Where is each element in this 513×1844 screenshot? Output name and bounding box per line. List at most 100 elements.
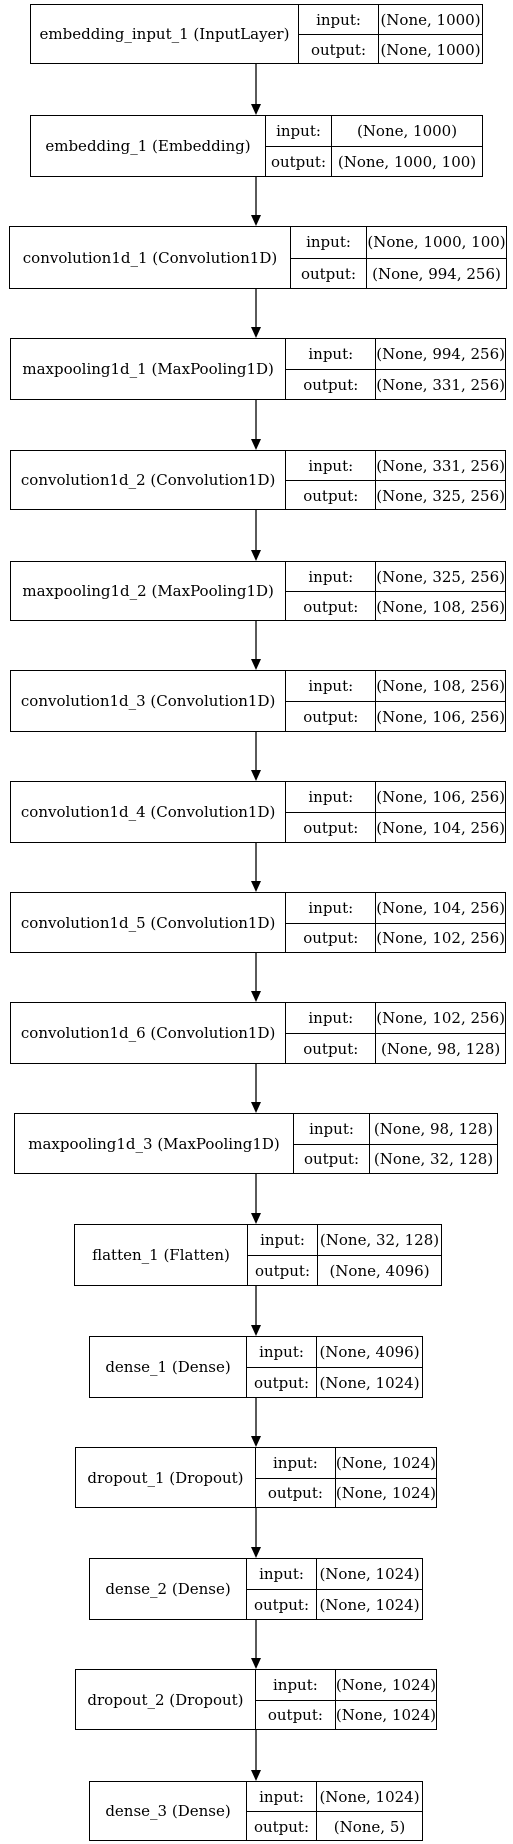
layer-name: flatten_1 (Flatten) bbox=[75, 1225, 248, 1285]
input-shape: (None, 1024) bbox=[335, 1453, 436, 1472]
input-label: input: bbox=[291, 227, 367, 258]
input-row: input:(None, 108, 256) bbox=[286, 671, 505, 701]
layer-shape-table: input:(None, 994, 256) output:(None, 331,… bbox=[286, 339, 505, 400]
output-label: output: bbox=[248, 1256, 318, 1286]
layer-node: convolution1d_5 (Convolution1D)input:(No… bbox=[10, 892, 506, 953]
arrowhead-icon bbox=[251, 881, 261, 892]
layer-shape-table: input:(None, 102, 256)output:(None, 98, … bbox=[286, 1003, 505, 1064]
input-label: input: bbox=[286, 1003, 377, 1033]
arrowhead-icon bbox=[251, 550, 261, 561]
layer-shape-table: input:(None, 4096)output:(None, 1024) bbox=[247, 1337, 422, 1398]
output-label: output: bbox=[291, 258, 367, 289]
layer-shape-table: input:(None, 1000)output:(None, 1000, 10… bbox=[266, 116, 482, 177]
output-row: output: (None, 4096) bbox=[248, 1255, 441, 1286]
input-label: input: bbox=[286, 339, 377, 369]
arrowhead-icon bbox=[251, 1102, 261, 1113]
layer-name: dense_1 (Dense) bbox=[90, 1337, 247, 1397]
input-row: input:(None, 104, 256) bbox=[286, 893, 505, 923]
layer-node: embedding_1 (Embedding)input:(None, 1000… bbox=[30, 115, 483, 177]
output-row: output:(None, 1024) bbox=[247, 1367, 422, 1398]
layer-node: maxpooling1d_3 (MaxPooling1D)input:(None… bbox=[14, 1113, 498, 1174]
layer-shape-table: input:(None, 1024)output:(None, 1024) bbox=[255, 1448, 436, 1508]
layer-node: convolution1d_4 (Convolution1D)input:(No… bbox=[10, 781, 506, 843]
output-label: output: bbox=[294, 1144, 370, 1174]
arrowhead-icon bbox=[251, 1658, 261, 1669]
input-row: input:(None, 325, 256) bbox=[286, 562, 505, 591]
output-shape: (None, 104, 256) bbox=[376, 819, 505, 837]
input-label: input: bbox=[286, 451, 377, 480]
layer-node: dense_2 (Dense)input:(None, 1024)output:… bbox=[89, 1558, 423, 1620]
output-shape: (None, 331, 256) bbox=[376, 376, 505, 394]
output-label: output: bbox=[299, 35, 379, 64]
layer-node: flatten_1 (Flatten)input:(None, 32, 128)… bbox=[74, 1224, 442, 1286]
input-shape: (None, 1000) bbox=[380, 10, 481, 29]
layer-shape-table: input:(None, 1024)output:(None, 5) bbox=[247, 1782, 422, 1841]
output-label: output: bbox=[286, 923, 377, 953]
arrowhead-icon bbox=[251, 1325, 261, 1336]
arrowhead-icon bbox=[251, 1770, 261, 1781]
layer-node: convolution1d_6 (Convolution1D)input:(No… bbox=[10, 1002, 506, 1064]
layer-name: convolution1d_4 (Convolution1D) bbox=[11, 782, 287, 842]
input-shape: (None, 1024) bbox=[335, 1675, 436, 1694]
layer-name: dropout_2 (Dropout) bbox=[76, 1670, 256, 1729]
output-shape: (None, 1024) bbox=[319, 1374, 420, 1392]
output-label: output: bbox=[286, 702, 377, 732]
output-row: output:(None, 104, 256) bbox=[286, 812, 505, 843]
input-row: input:(None, 1000) bbox=[266, 116, 482, 146]
input-label: input: bbox=[247, 1559, 317, 1589]
output-shape: (None, 102, 256) bbox=[376, 929, 505, 948]
input-shape: (None, 108, 256) bbox=[376, 677, 505, 695]
layer-shape-table: input:(None, 98, 128)output:(None, 32, 1… bbox=[294, 1114, 497, 1174]
input-shape: (None, 331, 256) bbox=[376, 456, 505, 475]
arrowhead-icon bbox=[251, 770, 261, 781]
input-label: input: bbox=[256, 1670, 336, 1700]
layer-node: maxpooling1d_2 (MaxPooling1D)input:(None… bbox=[10, 561, 506, 621]
output-shape: (None, 106, 256) bbox=[376, 708, 505, 726]
layer-name: convolution1d_5 (Convolution1D) bbox=[11, 893, 287, 952]
output-row: output:(None, 32, 128) bbox=[294, 1143, 497, 1174]
output-shape: (None, 1000) bbox=[380, 40, 481, 59]
output-row: output:(None, 98, 128) bbox=[286, 1033, 505, 1064]
layer-shape-table: input:(None, 1024) output:(None, 1024) bbox=[255, 1670, 436, 1730]
input-shape: (None, 1000, 100) bbox=[367, 233, 506, 252]
output-label: output: bbox=[247, 1812, 317, 1841]
layer-shape-table: input:(None, 106, 256)output:(None, 104,… bbox=[286, 782, 505, 843]
output-shape: (None, 4096) bbox=[329, 1262, 430, 1280]
layer-node: convolution1d_3 (Convolution1D)input:(No… bbox=[10, 670, 506, 732]
input-label: input: bbox=[286, 562, 377, 591]
output-row: output:(None, 102, 256) bbox=[286, 922, 505, 953]
input-row: input:(None, 32, 128) bbox=[248, 1225, 441, 1255]
layer-shape-table: input:(None, 104, 256)output:(None, 102,… bbox=[286, 893, 505, 953]
input-row: input:(None, 102, 256) bbox=[286, 1003, 505, 1033]
arrowhead-icon bbox=[251, 439, 261, 450]
layer-node: convolution1d_2 (Convolution1D)input:(No… bbox=[10, 450, 506, 510]
output-shape: (None, 98, 128) bbox=[381, 1040, 501, 1058]
layer-node: dense_1 (Dense)input:(None, 4096)output:… bbox=[89, 1336, 423, 1398]
input-row: input:(None, 1024) bbox=[256, 1448, 436, 1478]
input-row: input:(None, 1000, 100) bbox=[291, 227, 506, 258]
layer-node: convolution1d_1 (Convolution1D)input:(No… bbox=[9, 226, 507, 289]
output-row: output:(None, 106, 256) bbox=[286, 701, 505, 732]
output-row: output:(None, 1000, 100) bbox=[266, 146, 482, 177]
output-shape: (None, 1024) bbox=[335, 1484, 436, 1503]
input-label: input: bbox=[286, 782, 377, 812]
input-shape: (None, 4096) bbox=[319, 1343, 420, 1361]
input-row: input:(None, 4096) bbox=[247, 1337, 422, 1367]
layer-name: embedding_1 (Embedding) bbox=[31, 116, 266, 176]
output-label: output: bbox=[256, 1478, 336, 1508]
output-row: output:(None, 1024) bbox=[255, 1699, 436, 1730]
output-shape: (None, 994, 256) bbox=[372, 264, 501, 283]
layer-shape-table: input:(None, 325, 256)output:(None, 108,… bbox=[286, 562, 505, 621]
output-label: output: bbox=[286, 370, 377, 400]
input-shape: (None, 104, 256) bbox=[376, 898, 505, 917]
layer-name: convolution1d_1 (Convolution1D) bbox=[10, 227, 291, 288]
input-shape: (None, 325, 256) bbox=[376, 567, 505, 586]
output-row: output:(None, 108, 256) bbox=[286, 591, 505, 621]
output-shape: (None, 32, 128) bbox=[373, 1150, 494, 1169]
output-label: output: bbox=[286, 592, 377, 621]
layer-name: dense_3 (Dense) bbox=[90, 1782, 247, 1840]
input-row: input:(None, 1024) bbox=[247, 1559, 422, 1589]
input-shape: (None, 994, 256) bbox=[376, 345, 505, 363]
